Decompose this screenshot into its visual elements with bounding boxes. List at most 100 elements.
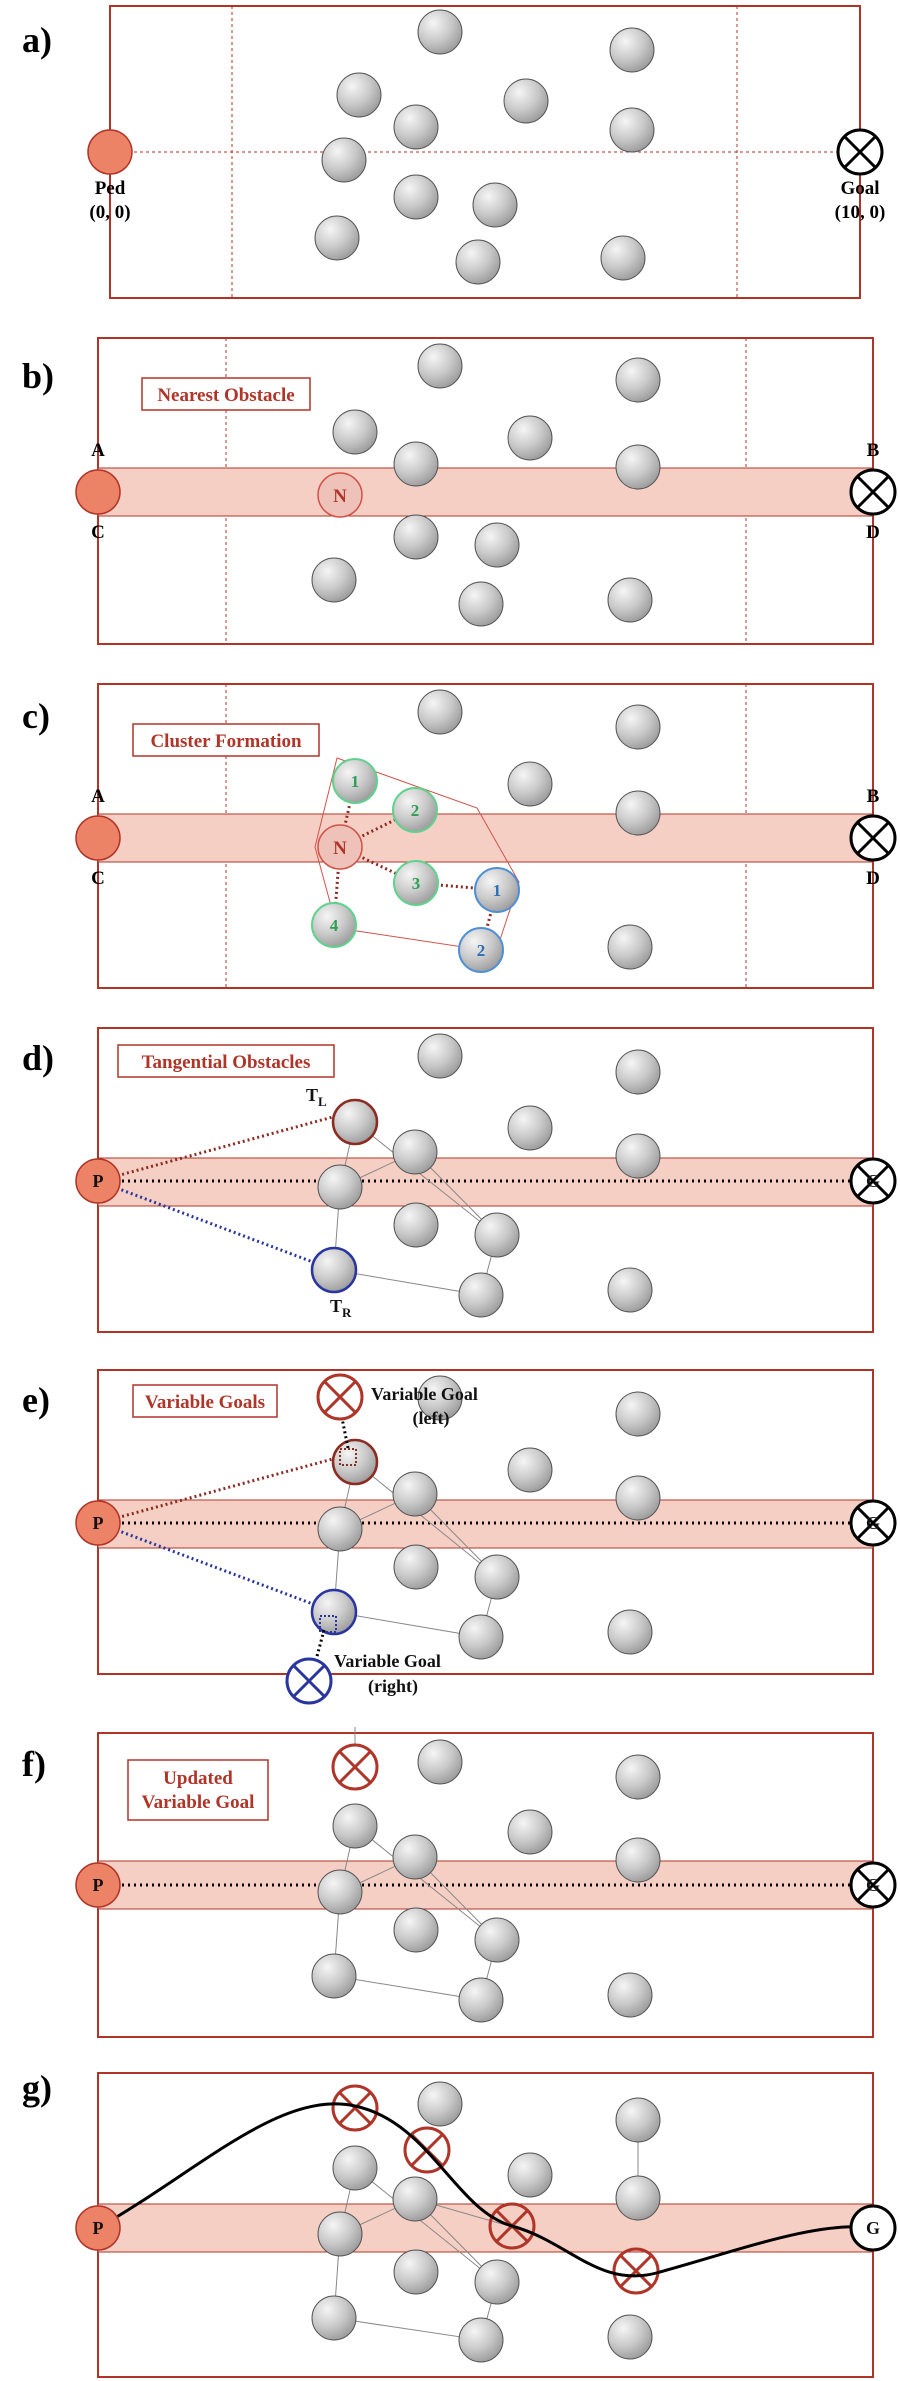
obstacle (474, 1212, 520, 1258)
obstacle (393, 104, 439, 150)
title-box (141, 377, 311, 411)
tangent-right (97, 1521, 335, 1614)
obstacle (392, 1471, 438, 1517)
tangent-left (97, 1455, 341, 1525)
panel-f-letter: f) (22, 1744, 46, 1784)
goal-label: G (866, 2218, 880, 2238)
cluster-member (311, 902, 357, 948)
panel-e-obstacles (317, 1375, 661, 1660)
panel-e-letter: e) (22, 1380, 50, 1420)
obstacle (609, 107, 655, 153)
ped-label: P (93, 1171, 104, 1191)
panel-a: a) Ped (0, 0) Goal (10, 0) (22, 5, 885, 299)
title-box (127, 1759, 269, 1821)
nearest-label: N (333, 838, 347, 859)
variable-goal-right-label: Variable Goal (334, 1651, 441, 1671)
cluster-member (392, 787, 438, 833)
cluster-label: 1 (493, 881, 502, 900)
goal-label: G (866, 1875, 880, 1895)
obstacle (393, 1907, 439, 1953)
tangent-left (97, 1113, 341, 1183)
pedestrian (87, 129, 133, 175)
obstacle (458, 1272, 504, 1318)
title-box (117, 1044, 335, 1078)
panel-c-title: Cluster Formation (150, 731, 302, 752)
goal-offset-left (340, 1417, 350, 1449)
obstacle (615, 1837, 661, 1883)
panel-g: g) (22, 2068, 897, 2378)
cluster-green: 1 2 3 4 (311, 758, 439, 948)
ped-coords: (0, 0) (89, 202, 130, 223)
corner-c: C (91, 522, 105, 543)
obstacle (615, 1391, 661, 1437)
goal-marker (836, 128, 884, 176)
obstacle (507, 1447, 553, 1493)
variable-goal-left-sublabel: (left) (413, 1408, 450, 1429)
obstacle (317, 1164, 363, 1210)
obstacle (393, 514, 439, 560)
obstacle (311, 2295, 357, 2341)
obstacle (607, 1267, 653, 1313)
obstacle (332, 1803, 378, 1849)
goal-label: Goal (840, 178, 879, 199)
obstacle (607, 1972, 653, 2018)
pedestrian (75, 2205, 121, 2251)
corridor (97, 1860, 874, 1910)
tangent-right (97, 1179, 335, 1272)
nearest-obstacle (317, 472, 363, 518)
obstacle (472, 182, 518, 228)
waypoint-goal-marker (331, 2084, 379, 2132)
title-box (132, 1384, 278, 1418)
panel-d: d) Tangential Obstacles TL TR P (22, 1027, 897, 1333)
panel-c-letter: c) (22, 696, 50, 736)
obstacle (607, 924, 653, 970)
obstacle (393, 174, 439, 220)
panel-c: c) Cluster Formation 1 2 (22, 683, 897, 989)
obstacle (314, 215, 360, 261)
panel-a-letter: a) (22, 20, 52, 60)
obstacle (615, 357, 661, 403)
offset-marker (339, 1448, 357, 1466)
corner-b: B (867, 786, 880, 807)
panel-d-title: Tangential Obstacles (142, 1052, 311, 1073)
corridor (97, 467, 874, 517)
goal-label: G (866, 1171, 880, 1191)
obstacle (615, 2175, 661, 2221)
ped-label: Ped (95, 178, 126, 199)
panel-f-title-line1: Updated (163, 1768, 233, 1789)
corner-b: B (867, 440, 880, 461)
obstacle (507, 1105, 553, 1151)
cluster-member (332, 758, 378, 804)
obstacle (393, 1202, 439, 1248)
obstacle (417, 2081, 463, 2127)
obstacle (317, 1869, 363, 1915)
obstacle (615, 1754, 661, 1800)
panel-g-letter: g) (22, 2068, 52, 2108)
goal-marker (849, 1861, 897, 1909)
obstacle (600, 235, 646, 281)
obstacle (615, 1475, 661, 1521)
obstacle (311, 557, 357, 603)
variable-goal-right-sublabel: (right) (368, 1676, 418, 1697)
corner-d: D (866, 522, 880, 543)
pedestrian (75, 469, 121, 515)
obstacle (607, 1609, 653, 1655)
corridor (97, 1157, 874, 1207)
obstacle (615, 1049, 661, 1095)
corridor (97, 813, 874, 863)
obstacle (393, 1544, 439, 1590)
obstacle (417, 1375, 463, 1421)
tangent-obstacle-left (331, 1098, 379, 1146)
obstacle (417, 9, 463, 55)
panel-a-obstacles (314, 9, 655, 285)
ped-label: P (93, 1875, 104, 1895)
obstacle (607, 577, 653, 623)
variable-goal-left-label: Variable Goal (371, 1384, 478, 1404)
panel-b: b) Nearest Obstacle N A B C (22, 337, 897, 645)
corner-a: A (91, 440, 105, 461)
obstacle (417, 343, 463, 389)
ped-label: P (93, 2218, 104, 2238)
variable-goal-right-marker (285, 1657, 333, 1705)
pedestrian (75, 1862, 121, 1908)
panel-f-obstacles (311, 1739, 661, 2023)
